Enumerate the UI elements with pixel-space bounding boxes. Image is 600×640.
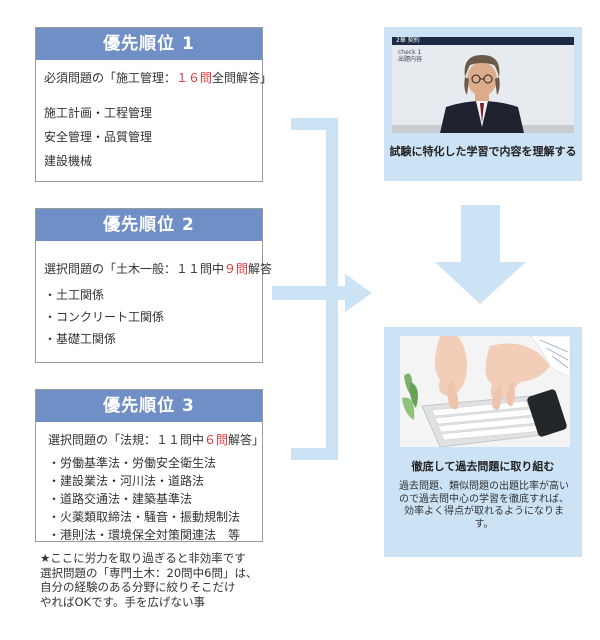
video-title: 2章 契約: [396, 37, 420, 44]
list-item: 安全管理・品質管理: [44, 130, 153, 144]
lecture-caption: 試験に特化した学習で内容を理解する: [389, 145, 577, 158]
list-item: ・基礎工関係: [44, 332, 117, 346]
list-item: ・労働基準法・労働安全衛生法: [48, 456, 217, 470]
priority-title-2: 優先順位 2: [36, 209, 262, 241]
lead-suffix: 解答: [248, 262, 273, 276]
lead-prefix: 選択問題の「土木一般：１１問中: [44, 262, 225, 276]
slide-line: 出題内容: [398, 56, 423, 63]
list-item: ・土工関係: [44, 288, 105, 302]
lead-suffix: 全問解答」: [212, 71, 273, 85]
lecture-video-thumbnail: 2章 契約 check 1 出題内容: [392, 37, 574, 133]
priority-lead-2: 選択問題の「土木一般：１１問中９問解答: [44, 260, 272, 277]
lead-prefix: 選択問題の「法規：１１問中: [48, 433, 205, 447]
note-line: ★ここに労力を取り過ぎると非効率です: [40, 551, 246, 565]
list-item: ・建設業法・河川法・道路法: [48, 474, 205, 488]
list-item: ・コンクリート工関係: [44, 310, 165, 324]
priority-card-3: 優先順位 3 選択問題の「法規：１１問中６問解答」 ・労働基準法・労働安全衛生法…: [35, 389, 264, 542]
priority-lead-1: 必須問題の「施工管理：１６問全問解答」: [44, 69, 272, 86]
priority-card-2: 優先順位 2 選択問題の「土木一般：１１問中９問解答 ・土工関係 ・コンクリート…: [35, 208, 272, 363]
video-title-bar: 2章 契約: [392, 37, 574, 45]
list-item: 建設機械: [44, 154, 93, 168]
list-item: ・港則法・環境保全対策関連法 等: [48, 528, 241, 542]
lead-prefix: 必須問題の「施工管理：: [44, 71, 177, 85]
typing-photo: [400, 336, 570, 447]
priority-title-1: 優先順位 1: [36, 28, 262, 60]
right-arrow: [272, 274, 372, 312]
priority-card-1: 優先順位 1 必須問題の「施工管理：１６問全問解答」 施工計画・工程管理 安全管…: [35, 27, 272, 182]
note-line: やればOKです。手を広げない事: [40, 594, 205, 609]
down-arrow: [435, 205, 526, 304]
keyboard-hands-illustration: [400, 336, 570, 447]
priority-title-3: 優先順位 3: [36, 390, 262, 422]
slide-text: check 1 出題内容: [398, 49, 422, 63]
list-item: ・道路交通法・建築基準法: [48, 492, 193, 506]
lecturer-illustration: [392, 55, 574, 133]
note-line: 選択問題の「専門土木：20問中6問」は、: [40, 565, 258, 580]
lead-highlight: １６問: [176, 71, 213, 85]
lead-highlight: ９問: [224, 262, 249, 276]
slide-line: check 1: [398, 49, 422, 56]
note-line: 自分の経験のある分野に絞りそこだけ: [40, 580, 236, 594]
bracket-connector: [291, 118, 338, 460]
lead-highlight: ６問: [204, 433, 229, 447]
efficiency-note: ★ここに労力を取り過ぎると非効率です 選択問題の「専門土木：20問中6問」は、 …: [40, 551, 257, 609]
list-item: ・火薬類取締法・騒音・振動規制法: [48, 510, 241, 524]
practice-caption: 徹底して過去問題に取り組む: [411, 460, 555, 473]
lead-suffix: 解答」: [228, 433, 265, 447]
practice-description: 過去問題、類似問題の出題比率が高いので過去問中心の学習を徹底すれば、効率よく得点…: [399, 481, 569, 530]
priority-lead-3: 選択問題の「法規：１１問中６問解答」: [48, 431, 264, 448]
list-item: 施工計画・工程管理: [44, 106, 153, 120]
